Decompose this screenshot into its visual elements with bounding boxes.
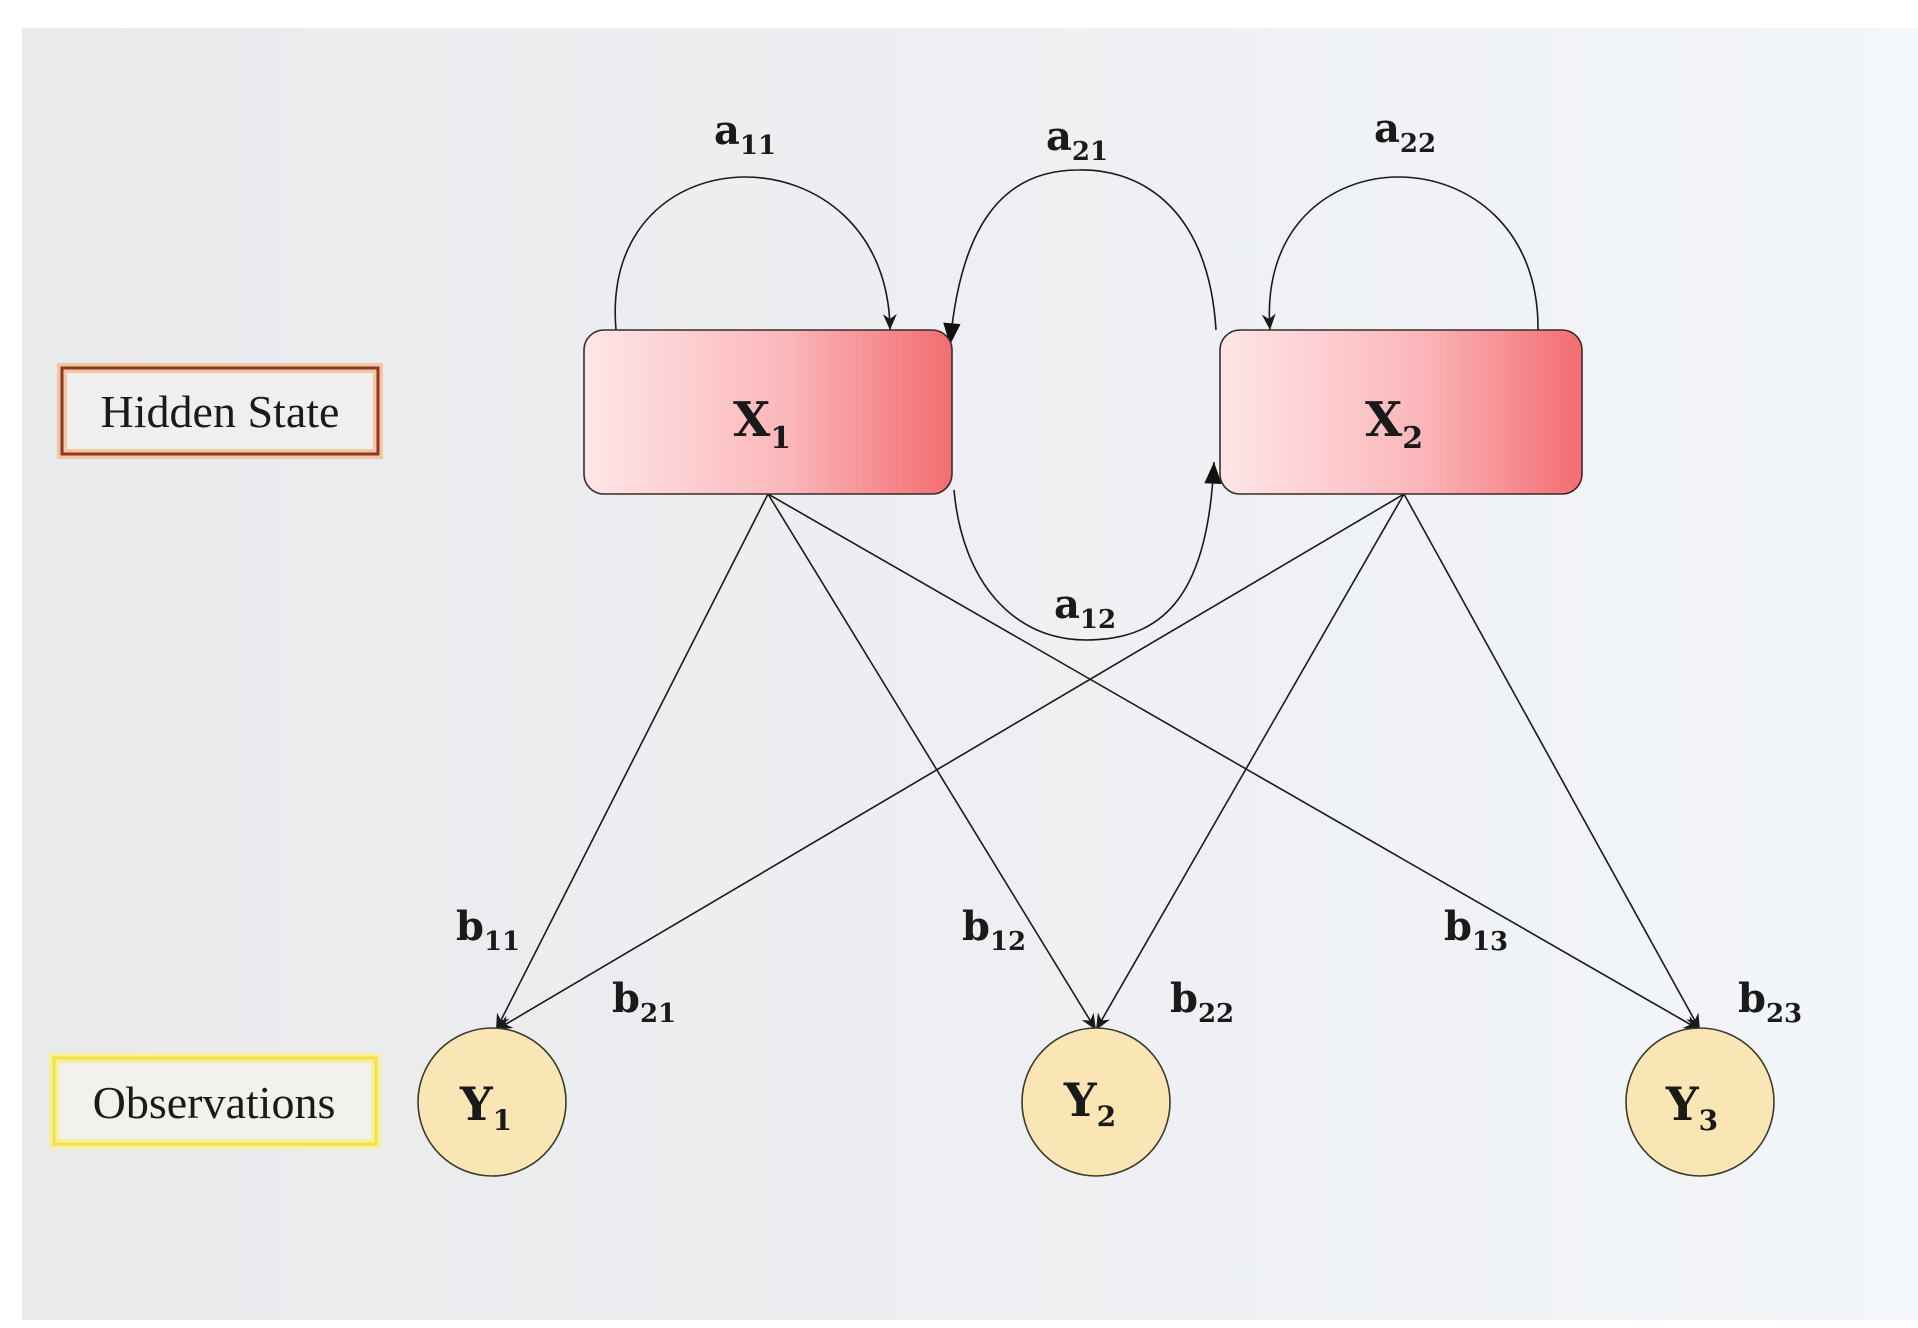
emission-edges (495, 493, 1701, 1031)
state-x1-label: X (733, 392, 771, 448)
state-x2-label: X (1365, 392, 1403, 448)
observation-y2: Y2 (1021, 1027, 1171, 1177)
observation-y3: Y3 (1625, 1027, 1775, 1177)
svg-text:X1: X1 (733, 392, 791, 456)
observation-y2-sub: 2 (1097, 1100, 1116, 1133)
edge-x1-y1 (495, 493, 769, 1031)
edge-x2-y3 (1403, 493, 1701, 1031)
edge-x2-y1 (495, 493, 1405, 1031)
observation-y1: Y1 (417, 1027, 567, 1177)
svg-text:Y3: Y3 (1665, 1077, 1718, 1137)
edge-a22 (1261, 176, 1539, 331)
emission-labels: b11 b12 b13 b21 b22 b23 (456, 903, 1802, 1029)
state-x1-sub: 1 (770, 421, 791, 456)
svg-text:Y2: Y2 (1063, 1073, 1116, 1133)
edge-a21 (943, 169, 1217, 346)
state-x2-sub: 2 (1402, 421, 1423, 456)
label-b12: b12 (962, 903, 1026, 957)
label-b21: b21 (612, 975, 676, 1029)
edge-x2-y2 (1095, 493, 1405, 1031)
label-a11: a11 (714, 107, 776, 161)
legend-observations: Observations (49, 1053, 381, 1149)
label-b23: b23 (1738, 975, 1802, 1029)
observation-y3-label: Y (1665, 1077, 1700, 1131)
label-b13: b13 (1444, 903, 1508, 957)
svg-text:X2: X2 (1365, 392, 1423, 456)
svg-text:Y1: Y1 (459, 1077, 512, 1137)
edge-x1-y3 (767, 493, 1701, 1031)
legend-hidden-state-label: Hidden State (101, 386, 340, 437)
edge-x1-y2 (767, 493, 1097, 1031)
edge-a12 (953, 461, 1222, 641)
transition-labels: a11 a21 a22 a12 (714, 105, 1436, 635)
state-x2: X2 (1219, 329, 1583, 495)
label-a21: a21 (1046, 113, 1108, 167)
legend-hidden-state: Hidden State (57, 363, 383, 459)
transition-edges (614, 169, 1539, 641)
label-b22: b22 (1170, 975, 1234, 1029)
observation-y1-sub: 1 (493, 1104, 512, 1137)
label-b11: b11 (456, 903, 520, 957)
legend-observations-label: Observations (93, 1077, 336, 1128)
observation-y1-label: Y (459, 1077, 494, 1131)
label-a12: a12 (1054, 581, 1116, 635)
state-x1: X1 (583, 329, 953, 495)
edge-a11 (614, 176, 897, 331)
observation-y3-sub: 3 (1699, 1104, 1718, 1137)
label-a22: a22 (1374, 105, 1436, 159)
observation-y2-label: Y (1063, 1073, 1098, 1127)
